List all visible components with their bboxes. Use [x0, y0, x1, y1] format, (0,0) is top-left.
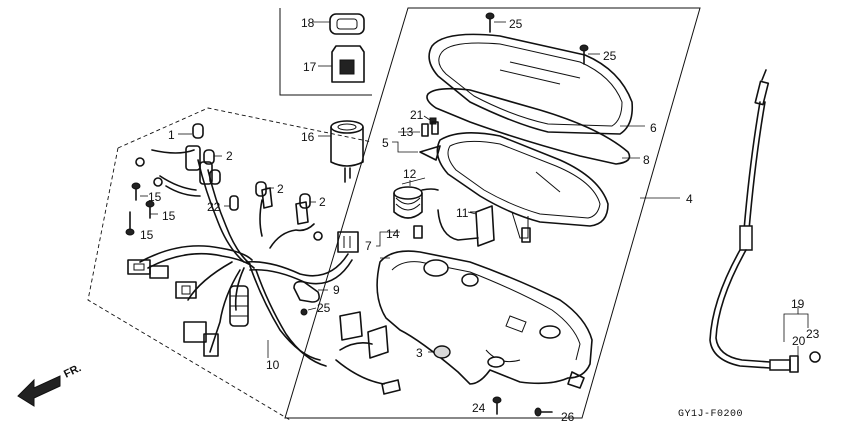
label-part-3: 3 — [416, 346, 423, 360]
label-part-15-b: 15 — [162, 209, 176, 223]
bulb-part-13 — [421, 121, 439, 137]
label-part-1: 1 — [168, 128, 175, 142]
label-part-26: 26 — [561, 410, 575, 424]
grommet-part-3 — [428, 345, 451, 359]
label-part-16: 16 — [301, 130, 315, 144]
label-part-17: 17 — [303, 60, 317, 74]
screw-part-25-clamp — [300, 307, 317, 316]
label-part-24: 24 — [472, 401, 486, 415]
screws-part-15 — [125, 182, 158, 236]
screw-part-25-right — [579, 44, 600, 65]
lens-cover-part-6 — [428, 33, 645, 135]
label-part-10: 10 — [266, 358, 280, 372]
meter-case-part-7 — [376, 250, 593, 389]
label-part-21: 21 — [410, 108, 424, 122]
screw-part-25-top — [485, 12, 506, 33]
seal-part-18 — [312, 13, 365, 35]
part-number-labels: 18 17 16 25 25 6 8 4 21 13 5 12 11 14 7 … — [140, 16, 820, 424]
label-part-8: 8 — [643, 153, 650, 167]
speedometer-unit-part-12 — [393, 180, 439, 219]
speedometer-cable — [709, 69, 821, 373]
bulb-part-14 — [413, 225, 423, 239]
cap-part-17 — [318, 45, 365, 83]
label-part-18: 18 — [301, 16, 315, 30]
label-part-22: 22 — [207, 200, 221, 214]
label-part-2-b: 2 — [277, 182, 284, 196]
inset-frame-seal-cap — [279, 8, 372, 96]
diagram-code: GY1J-F0200 — [678, 409, 743, 420]
screw-part-26 — [534, 407, 553, 417]
harness-connectors — [127, 187, 401, 395]
meter-panel-part-5 — [419, 132, 609, 243]
label-part-6: 6 — [650, 121, 657, 135]
front-direction-arrow: FR. — [17, 362, 83, 407]
label-part-19: 19 — [791, 297, 805, 311]
label-part-11: 11 — [456, 206, 469, 220]
label-part-25-top: 25 — [509, 17, 523, 31]
screw-part-24 — [492, 396, 502, 415]
label-part-5: 5 — [382, 136, 389, 150]
label-part-13: 13 — [400, 125, 414, 139]
harness-frame — [87, 107, 373, 421]
label-part-15-c: 15 — [140, 228, 154, 242]
label-part-25-clamp: 25 — [317, 301, 331, 315]
label-part-23: 23 — [806, 327, 820, 341]
label-part-9: 9 — [333, 283, 340, 297]
bracket-part-11 — [437, 205, 495, 247]
bulb-part-22 — [224, 195, 239, 211]
label-part-25-right: 25 — [603, 49, 617, 63]
gasket-part-8 — [426, 87, 640, 165]
label-part-4: 4 — [686, 192, 693, 206]
label-part-12: 12 — [403, 167, 417, 181]
leader-lines — [376, 131, 680, 259]
bulb-part-1 — [178, 123, 204, 139]
label-part-15-a: 15 — [148, 190, 162, 204]
meter-assembly-frame — [284, 7, 701, 419]
socket-part-16 — [318, 120, 364, 183]
label-part-14: 14 — [386, 227, 400, 241]
clamp-part-9 — [293, 280, 328, 303]
socket-parts-harness — [135, 145, 323, 241]
label-part-20: 20 — [792, 334, 806, 348]
label-part-2-c: 2 — [319, 195, 326, 209]
front-direction-label: FR. — [62, 362, 83, 381]
wire-harness-part-10 — [139, 149, 385, 385]
label-part-2-a: 2 — [226, 149, 233, 163]
label-part-7: 7 — [365, 239, 372, 253]
